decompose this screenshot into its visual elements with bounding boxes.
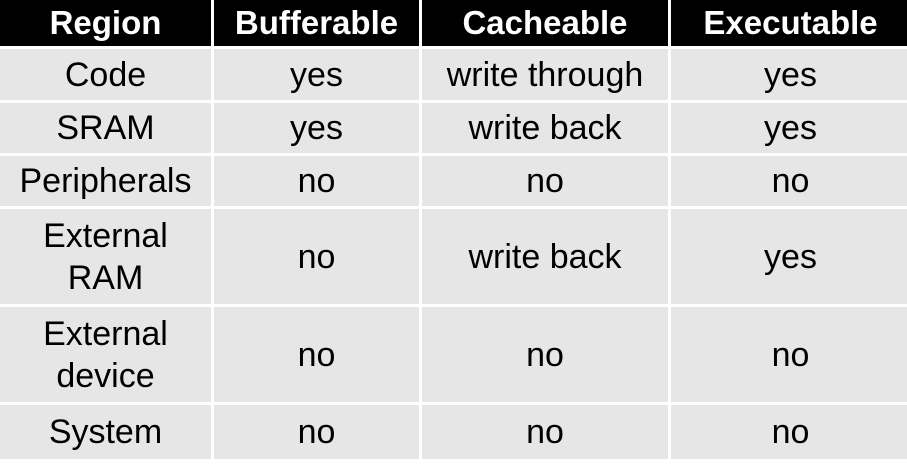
header-cacheable: Cacheable — [422, 0, 668, 46]
cacheable-cell: no — [422, 156, 668, 206]
bufferable-cell: yes — [214, 49, 419, 100]
bufferable-cell: yes — [214, 103, 419, 153]
executable-cell: yes — [671, 49, 907, 100]
table-row: External RAM no write back yes — [0, 209, 907, 304]
cacheable-cell: write back — [422, 209, 668, 304]
bufferable-cell: no — [214, 307, 419, 402]
executable-cell: no — [671, 405, 907, 459]
region-cell: External device — [0, 307, 211, 402]
cacheable-cell: no — [422, 307, 668, 402]
header-row: Region Bufferable Cacheable Executable — [0, 0, 907, 46]
bufferable-cell: no — [214, 209, 419, 304]
executable-cell: yes — [671, 209, 907, 304]
region-cell: External RAM — [0, 209, 211, 304]
executable-cell: no — [671, 156, 907, 206]
table-row: Code yes write through yes — [0, 49, 907, 100]
executable-cell: yes — [671, 103, 907, 153]
region-cell: Peripherals — [0, 156, 211, 206]
table-row: System no no no — [0, 405, 907, 459]
region-cell: SRAM — [0, 103, 211, 153]
bufferable-cell: no — [214, 405, 419, 459]
cacheable-cell: no — [422, 405, 668, 459]
cacheable-cell: write through — [422, 49, 668, 100]
bufferable-cell: no — [214, 156, 419, 206]
table-row: SRAM yes write back yes — [0, 103, 907, 153]
cacheable-cell: write back — [422, 103, 668, 153]
header-executable: Executable — [671, 0, 907, 46]
table-row: External device no no no — [0, 307, 907, 402]
header-region: Region — [0, 0, 211, 46]
header-bufferable: Bufferable — [214, 0, 419, 46]
region-cell: System — [0, 405, 211, 459]
executable-cell: no — [671, 307, 907, 402]
table-row: Peripherals no no no — [0, 156, 907, 206]
region-cell: Code — [0, 49, 211, 100]
